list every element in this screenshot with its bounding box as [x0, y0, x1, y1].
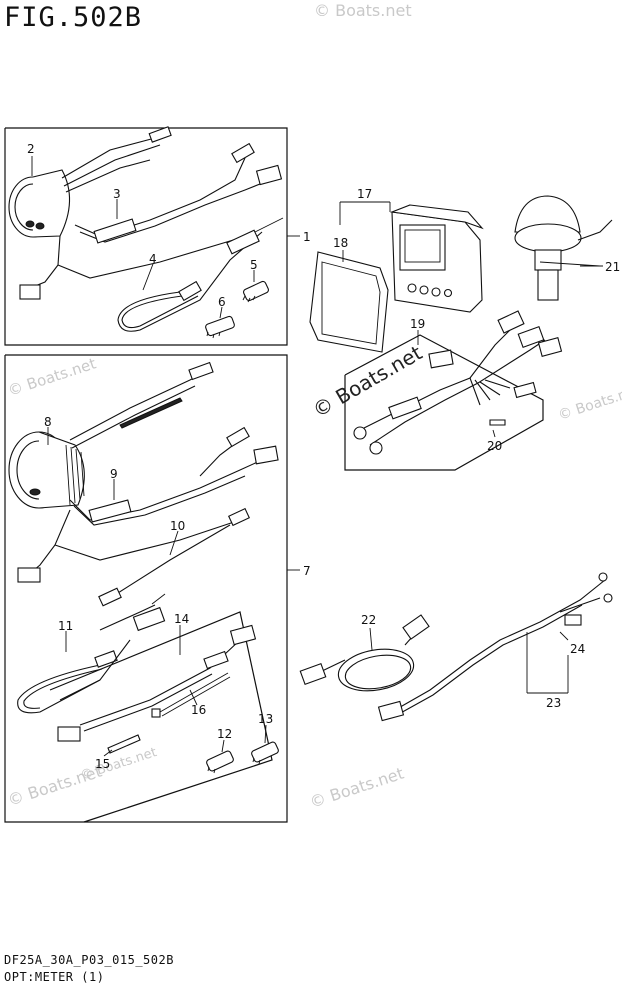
callout-14: 14	[174, 612, 189, 626]
harness-19	[353, 310, 563, 455]
callout-16: 16	[191, 703, 206, 717]
kit-box-19	[344, 330, 544, 471]
watermark: © Boats.net	[307, 764, 406, 812]
figure-title: FIG.502B	[4, 2, 143, 33]
leaders-box-7	[47, 427, 267, 757]
callout-4: 4	[149, 252, 157, 266]
cable-4	[117, 217, 284, 332]
kit-box-7	[4, 354, 300, 823]
callout-6: 6	[218, 295, 226, 309]
callout-13: 13	[258, 712, 273, 726]
callout-9: 9	[110, 467, 118, 481]
leaders-17-18	[339, 201, 391, 262]
callout-22: 22	[361, 613, 376, 627]
callout-1: 1	[303, 230, 311, 244]
callout-15: 15	[95, 757, 110, 771]
section-label: OPT:METER (1)	[4, 970, 105, 984]
callout-8: 8	[44, 415, 52, 429]
kit-box-1	[4, 127, 300, 346]
callout-20: 20	[487, 439, 502, 453]
cable-tie-16	[151, 672, 231, 718]
callout-17: 17	[357, 187, 372, 201]
leaders-23-24	[526, 631, 569, 694]
bezel-cover-18	[309, 251, 389, 353]
fitting-12	[206, 750, 234, 774]
callout-19: 19	[410, 317, 425, 331]
callout-18: 18	[333, 236, 348, 250]
gps-antenna-21	[514, 195, 613, 301]
callout-2: 2	[27, 142, 35, 156]
callout-3: 3	[113, 187, 121, 201]
harness-14	[57, 624, 257, 742]
watermark: © Boats.net	[314, 1, 412, 20]
fitting-6	[205, 315, 235, 339]
callout-21: 21	[605, 260, 620, 274]
cable-10	[98, 524, 231, 607]
callout-11: 11	[58, 619, 73, 633]
callout-labels: 1 2 3 4 5 6 7 8 9 10 11 12 13 14 15 16 1…	[27, 142, 620, 771]
callout-10: 10	[170, 519, 185, 533]
harness-3	[19, 142, 283, 300]
extension-cable-22	[299, 614, 430, 692]
multifunction-display-17	[389, 204, 484, 313]
callout-24: 24	[570, 642, 585, 656]
watermark: © Boats.net	[556, 382, 622, 424]
fitting-5	[242, 280, 269, 303]
callout-23: 23	[546, 696, 561, 710]
cable-11	[17, 593, 166, 714]
clip-15	[107, 734, 141, 754]
leaders-box-1	[31, 156, 255, 319]
model-code: DF25A_30A_P03_015_502B	[4, 953, 174, 967]
callout-12: 12	[217, 727, 232, 741]
screw-20	[489, 419, 506, 438]
watermark: © Boats.net	[6, 354, 99, 399]
callout-5: 5	[250, 258, 258, 272]
fitting-13	[251, 741, 279, 765]
tachometer-gauge-8	[8, 361, 214, 509]
harness-9	[17, 426, 279, 583]
callout-7: 7	[303, 564, 311, 578]
harness-23	[377, 572, 613, 722]
tachometer-gauge-2	[8, 126, 172, 238]
